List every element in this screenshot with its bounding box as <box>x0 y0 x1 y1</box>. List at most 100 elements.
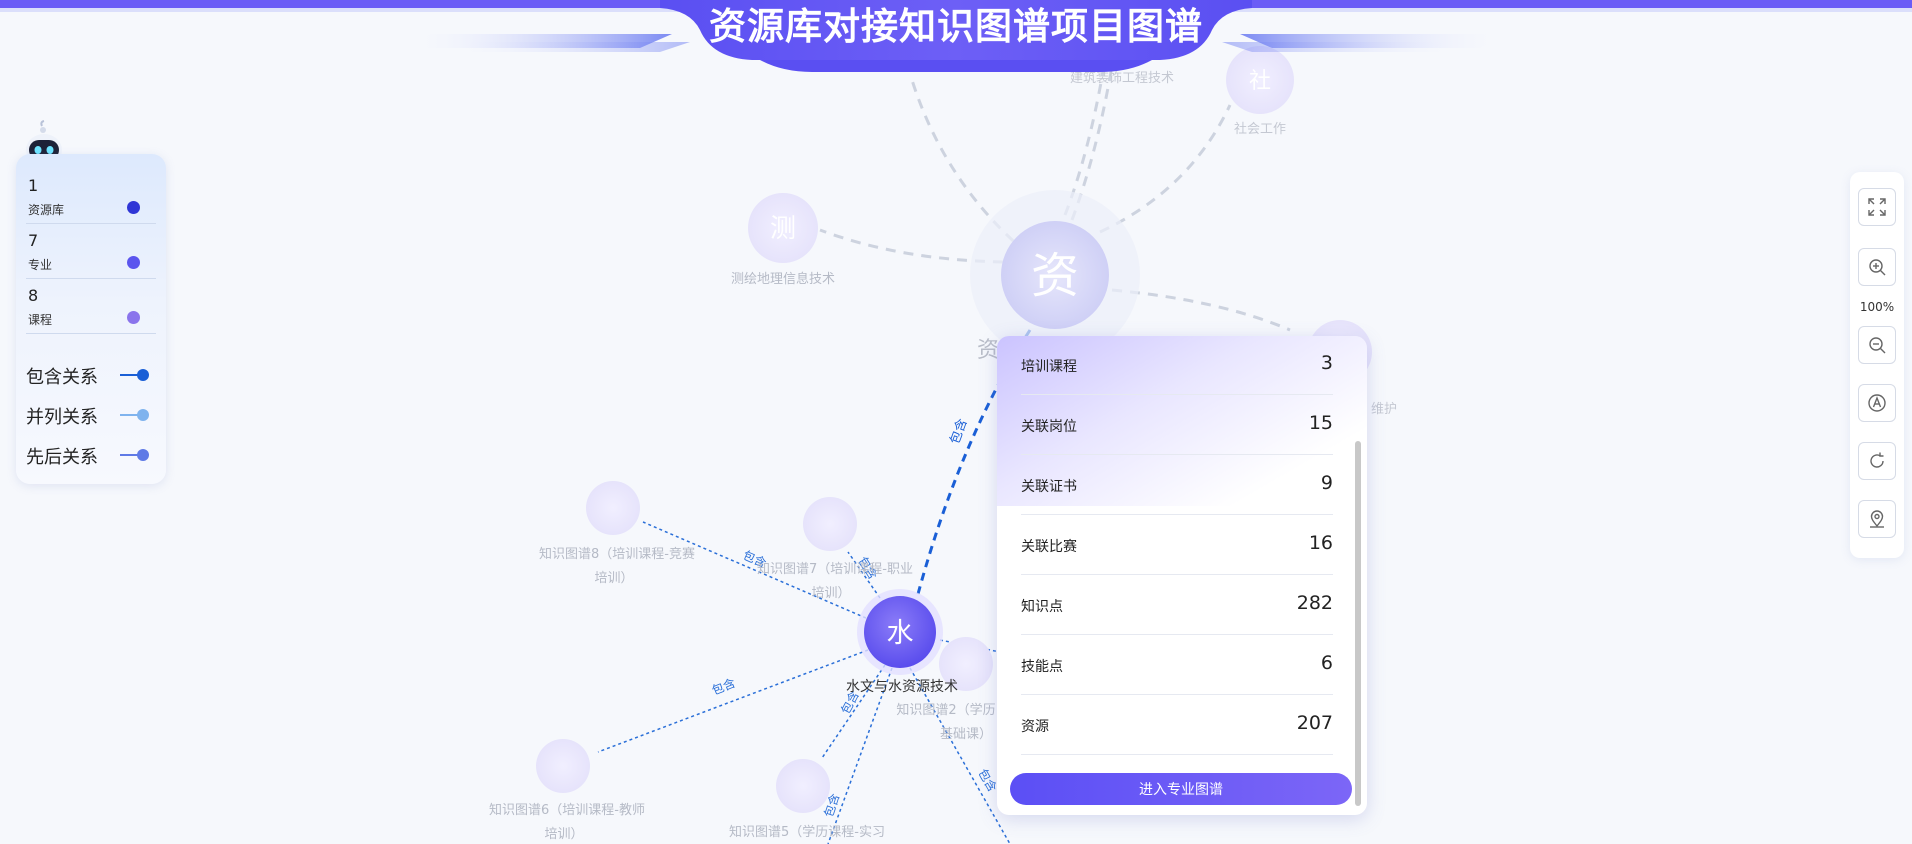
node-circle <box>586 481 640 535</box>
legend-relation-contain: 包含关系 <box>26 367 98 388</box>
focus-edges <box>597 521 1011 844</box>
popup-row-label: 资源 <box>1021 719 1049 735</box>
course-node-8[interactable]: 知识图谱8（培训课程-竞赛 培训） <box>539 481 695 586</box>
legend-dot-course[interactable] <box>127 311 140 324</box>
major-node-building[interactable]: 建筑装饰工程技术 <box>1070 70 1174 86</box>
legend-dot-parallel[interactable] <box>137 409 149 421</box>
popup-divider <box>1021 634 1333 635</box>
node-label: 培训） <box>811 585 850 601</box>
popup-header-glow <box>997 336 1367 506</box>
zoom-in-button[interactable] <box>1858 248 1896 286</box>
node-label: 培训） <box>594 570 633 586</box>
popup-row-related-jobs: 关联岗位 15 <box>1021 396 1333 455</box>
legend-divider <box>26 278 156 279</box>
zoom-in-icon <box>1869 259 1886 276</box>
popup-row-training-courses: 培训课程 3 <box>1021 336 1333 395</box>
enter-major-graph-button[interactable]: 进入专业图谱 <box>1010 773 1352 805</box>
major-node-social[interactable]: 社 社会工作 <box>1226 46 1294 137</box>
popup-row-label: 技能点 <box>1021 659 1063 675</box>
node-glyph: 水 <box>887 618 914 649</box>
popup-divider <box>1021 574 1333 575</box>
course-node-7[interactable]: 知识图谱7（培训课程-职业 培训） <box>757 497 913 601</box>
node-label: 培训） <box>544 826 583 842</box>
legend-dot-major[interactable] <box>127 256 140 269</box>
legend-divider <box>26 333 156 334</box>
edge-focus-course5b <box>827 667 893 844</box>
course-node-6[interactable]: 知识图谱6（培训课程-教师 培训） <box>489 739 645 842</box>
node-circle <box>939 637 993 691</box>
edge-root-building-1 <box>1063 59 1107 216</box>
refresh-button[interactable] <box>1858 442 1896 480</box>
popup-scrollbar[interactable] <box>1355 441 1361 806</box>
text-icon <box>1868 394 1886 412</box>
legend-relation-parallel: 并列关系 <box>26 407 98 428</box>
edge-focus-course5a <box>821 664 886 759</box>
legend-label-major: 专业 <box>28 258 53 272</box>
node-label: 知识图谱8（培训课程-竞赛 <box>539 546 695 562</box>
legend-label-course: 课程 <box>28 313 53 327</box>
node-circle <box>536 739 590 793</box>
legend-divider <box>26 223 156 224</box>
node-glyph: 测 <box>770 214 796 244</box>
node-label: 基础课） <box>940 727 992 742</box>
popup-row-resources: 资源 207 <box>1021 696 1333 755</box>
major-node-survey[interactable]: 测 测绘地理信息技术 <box>731 193 835 287</box>
edge-root-social <box>1099 104 1232 234</box>
legend-dot-sequence[interactable] <box>137 449 149 461</box>
legend-dot-contain[interactable] <box>137 369 149 381</box>
node-label: 测绘地理信息技术 <box>731 271 835 287</box>
locate-icon <box>1870 510 1884 528</box>
node-label: 水文与水资源技术 <box>846 679 958 695</box>
focus-node[interactable]: 水 水文与水资源技术 <box>846 589 958 695</box>
popup-row-value: 15 <box>1308 412 1333 434</box>
fullscreen-button[interactable] <box>1858 188 1896 226</box>
edge-label: 包含 <box>947 416 971 446</box>
zoom-out-button[interactable] <box>1858 326 1896 364</box>
node-circle <box>864 596 936 668</box>
course-node-2[interactable]: 知识图谱2（学历 基础课） <box>896 637 996 742</box>
edge-root-building-2 <box>1070 59 1115 221</box>
popup-row-value: 9 <box>1320 472 1333 494</box>
node-label: 知识图谱7（培训课程-职业 <box>757 561 913 577</box>
popup-row-label: 关联比赛 <box>1021 539 1077 555</box>
zoom-out-icon <box>1869 337 1886 354</box>
node-label: 知识图谱2（学历 <box>896 702 995 718</box>
node-circle <box>803 497 857 551</box>
course-node-5[interactable]: 知识图谱5（学历课程-实习 <box>729 759 885 840</box>
major-detail-popup: 培训课程 3 关联岗位 15 关联证书 9 关联比赛 16 知识点 282 技能… <box>997 336 1367 815</box>
locate-button[interactable] <box>1858 500 1896 538</box>
fullscreen-icon <box>1868 198 1886 216</box>
node-label: 社会工作 <box>1234 121 1286 137</box>
popup-row-value: 207 <box>1296 712 1333 734</box>
node-circle <box>776 759 830 813</box>
edge-root-right <box>1111 288 1291 332</box>
text-toggle-button[interactable] <box>1858 384 1896 422</box>
legend-panel: 1 资源库 7 专业 8 课程 包含关系 并列关系 先后关系 <box>16 154 166 484</box>
node-circle <box>1001 221 1109 329</box>
legend-count-major: 7 <box>28 231 39 250</box>
popup-row-label: 培训课程 <box>1021 359 1077 375</box>
popup-row-value: 6 <box>1320 652 1333 674</box>
node-glyph: 资 <box>1031 248 1079 304</box>
legend-dot-resource-library[interactable] <box>127 201 140 214</box>
legend-relation-sequence: 先后关系 <box>26 447 98 468</box>
popup-divider <box>1021 754 1333 755</box>
legend-count-resource-library: 1 <box>28 176 39 195</box>
edge-focus-course8 <box>642 521 867 619</box>
popup-row-skill-points: 技能点 6 <box>1021 636 1333 695</box>
node-label: 维护 <box>1371 402 1397 417</box>
node-circle <box>748 193 818 263</box>
popup-row-value: 282 <box>1296 592 1333 614</box>
popup-row-label: 关联证书 <box>1021 479 1077 495</box>
refresh-icon <box>1870 452 1884 468</box>
legend-line-contain <box>120 374 146 376</box>
legend-label-resource-library: 资源库 <box>28 203 65 217</box>
legend-line-parallel <box>120 414 146 416</box>
node-label: 建筑装饰工程技术 <box>1070 70 1174 86</box>
graph-toolbar: 100% <box>1850 172 1904 558</box>
node-label: 知识图谱5（学历课程-实习 <box>729 824 885 840</box>
node-circle <box>1226 46 1294 114</box>
edge-label: 包含 <box>710 675 738 698</box>
edge-focus-course6 <box>597 649 869 753</box>
